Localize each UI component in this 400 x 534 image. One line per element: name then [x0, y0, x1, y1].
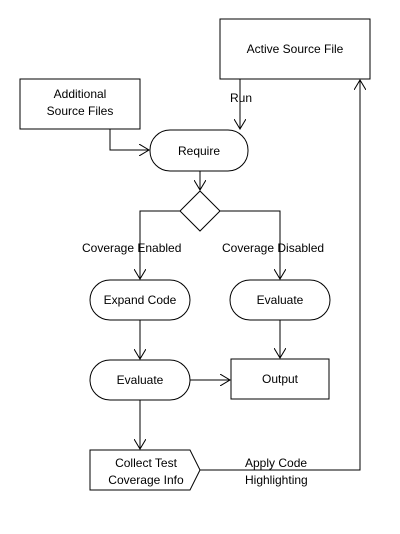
edges [109, 79, 360, 471]
node-require: Require [149, 129, 249, 172]
node-collect-coverage-label-1: Collect Test [115, 456, 177, 470]
edge-decision-to-expand [140, 210, 180, 279]
node-output-label: Output [262, 372, 299, 386]
node-expand-code-label: Expand Code [104, 293, 177, 307]
node-additional-source-files-label-2: Source Files [47, 104, 114, 118]
edge-collect-to-active [200, 80, 360, 471]
decision-diamond [179, 190, 221, 232]
node-expand-code: Expand Code [89, 279, 191, 321]
node-evaluate-left: Evaluate [89, 359, 191, 401]
node-collect-coverage-label-2: Coverage Info [108, 473, 184, 487]
node-require-label: Require [178, 144, 220, 158]
node-active-source-file-label: Active Source File [247, 42, 344, 56]
edge-label-apply-highlighting-2: Highlighting [245, 473, 308, 487]
edge-label-coverage-enabled: Coverage Enabled [82, 241, 181, 255]
edge-label-coverage-disabled: Coverage Disabled [222, 241, 324, 255]
edge-label-run: Run [230, 91, 252, 105]
edge-label-apply-highlighting-1: Apply Code [245, 456, 307, 470]
node-active-source-file: Active Source File [219, 18, 371, 80]
node-additional-source-files: Additional Source Files [19, 78, 141, 130]
node-evaluate-right: Evaluate [229, 279, 331, 321]
edge-additional-to-require [109, 129, 149, 150]
node-additional-source-files-label-1: Additional [54, 87, 107, 101]
node-evaluate-left-label: Evaluate [117, 373, 164, 387]
node-collect-coverage: Collect Test Coverage Info [89, 449, 201, 491]
edge-decision-to-evaluate-right [220, 210, 280, 279]
node-output: Output [230, 358, 330, 400]
node-evaluate-right-label: Evaluate [257, 293, 304, 307]
